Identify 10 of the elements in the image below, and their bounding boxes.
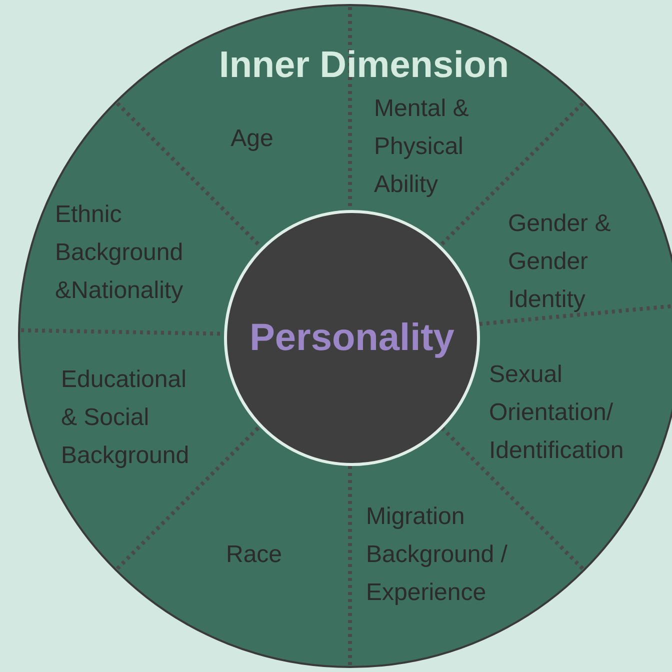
segment-label: Migration Background / Experience [366, 498, 546, 612]
segment-label: Mental & Physical Ability [374, 90, 514, 204]
segment-label: Age [222, 120, 282, 158]
segment-label: Ethnic Background &Nationality [55, 196, 220, 310]
ring-title: Inner Dimension [219, 44, 509, 86]
segment-label: Educational & Social Background [61, 361, 209, 475]
segment-label: Gender & Gender Identity [508, 205, 648, 319]
segment-label: Sexual Orientation/ Identification [489, 356, 659, 470]
center-label: Personality [250, 316, 454, 360]
segment-label: Race [222, 536, 286, 574]
